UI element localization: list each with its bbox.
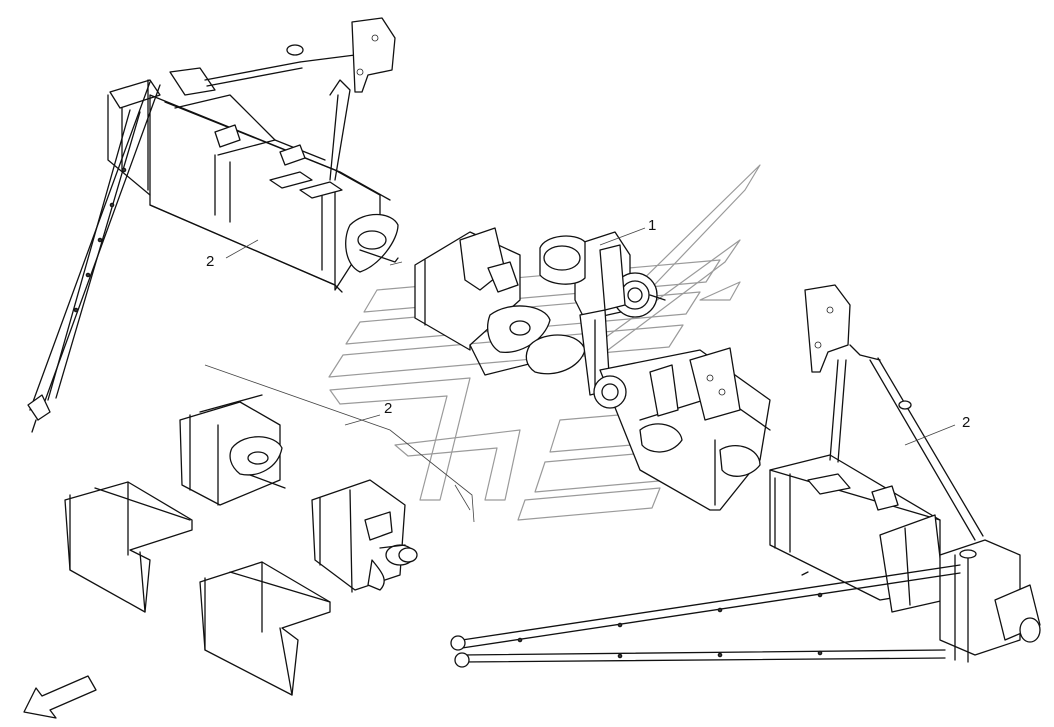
- left-upper-tiller-section: [27, 17, 399, 433]
- right-tiller-section: [450, 284, 1041, 668]
- callout-gearbox: 1: [648, 217, 656, 234]
- module-hub-box: [311, 479, 418, 593]
- central-gearbox-assembly: [414, 227, 771, 511]
- leader-lines: [204, 227, 956, 523]
- arrow-down-left-icon: [23, 675, 97, 719]
- module-plain-box-left: [64, 481, 193, 613]
- callout-center-lower-section: 2: [384, 400, 392, 417]
- callout-left-upper-section: 2: [206, 253, 214, 270]
- module-small-rotor: [179, 394, 286, 506]
- callout-right-section: 2: [962, 414, 970, 431]
- module-plain-box-bottom: [199, 561, 331, 696]
